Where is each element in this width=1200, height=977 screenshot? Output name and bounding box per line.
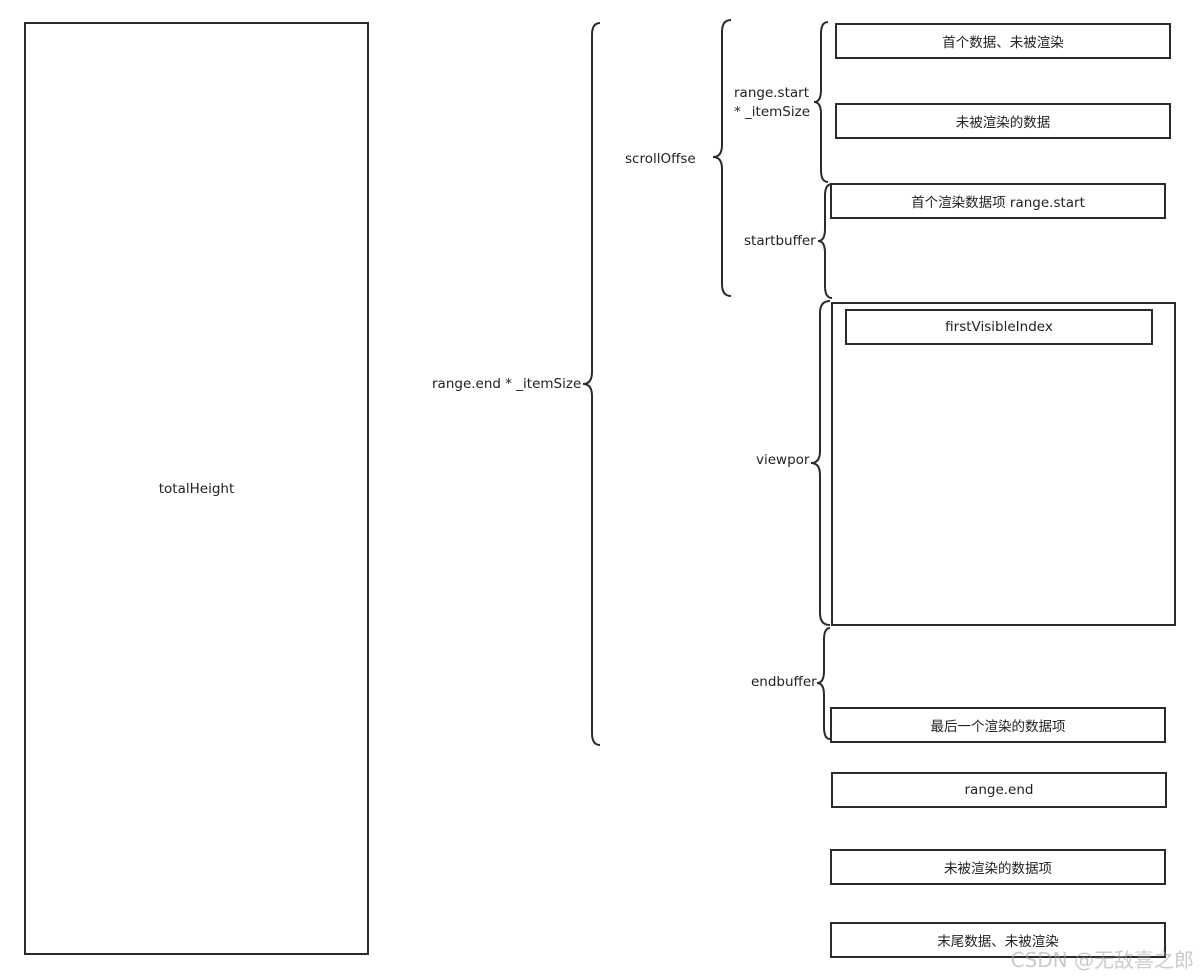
unrendered-item-box: 未被渲染的数据项: [830, 849, 1166, 885]
range-start-itemsize-label-line2: * _itemSize: [734, 104, 811, 120]
csdn-watermark: CSDN @无敌喜之郎: [1010, 948, 1194, 972]
last-rendered-item-box: 最后一个渲染的数据项: [830, 707, 1166, 743]
brace-range-end-itemsize: [582, 22, 601, 746]
start-buffer-label: startbuffer: [744, 233, 816, 249]
end-buffer-label: endbuffer: [751, 674, 817, 690]
first-rendered-item-label: 首个渲染数据项 range.start: [911, 195, 1085, 211]
unrendered-data-label: 未被渲染的数据: [955, 115, 1051, 131]
scroll-offset-label: scrollOffse: [625, 151, 696, 167]
total-height-label: totalHeight: [158, 480, 235, 497]
brace-start-buffer: [817, 183, 833, 299]
range-end-itemsize-label: range.end * _itemSize: [432, 376, 582, 392]
first-visible-index-box: firstVisibleIndex: [845, 309, 1153, 345]
first-rendered-item-box: 首个渲染数据项 range.start: [830, 183, 1166, 219]
tail-data-unrendered-label: 末尾数据、未被渲染: [937, 934, 1059, 950]
first-data-unrendered-label: 首个数据、未被渲染: [942, 35, 1064, 51]
total-height-box: totalHeight: [24, 22, 369, 955]
first-visible-index-label: firstVisibleIndex: [945, 319, 1053, 335]
range-end-box: range.end: [831, 772, 1167, 808]
brace-end-buffer: [816, 627, 831, 740]
viewport-box: [831, 302, 1176, 626]
last-rendered-item-label: 最后一个渲染的数据项: [930, 719, 1066, 735]
viewport-label: viewpor: [756, 452, 810, 468]
brace-viewport: [810, 300, 831, 626]
brace-scroll-offset: [712, 19, 732, 297]
unrendered-data-box: 未被渲染的数据: [835, 103, 1171, 139]
first-data-unrendered-box: 首个数据、未被渲染: [835, 23, 1171, 59]
range-end-label: range.end: [964, 782, 1034, 798]
range-start-itemsize-label-line1: range.start: [734, 85, 809, 101]
tail-data-unrendered-box: 末尾数据、未被渲染: [830, 922, 1166, 958]
unrendered-item-label: 未被渲染的数据项: [944, 861, 1052, 877]
brace-range-start-itemsize: [813, 21, 829, 183]
